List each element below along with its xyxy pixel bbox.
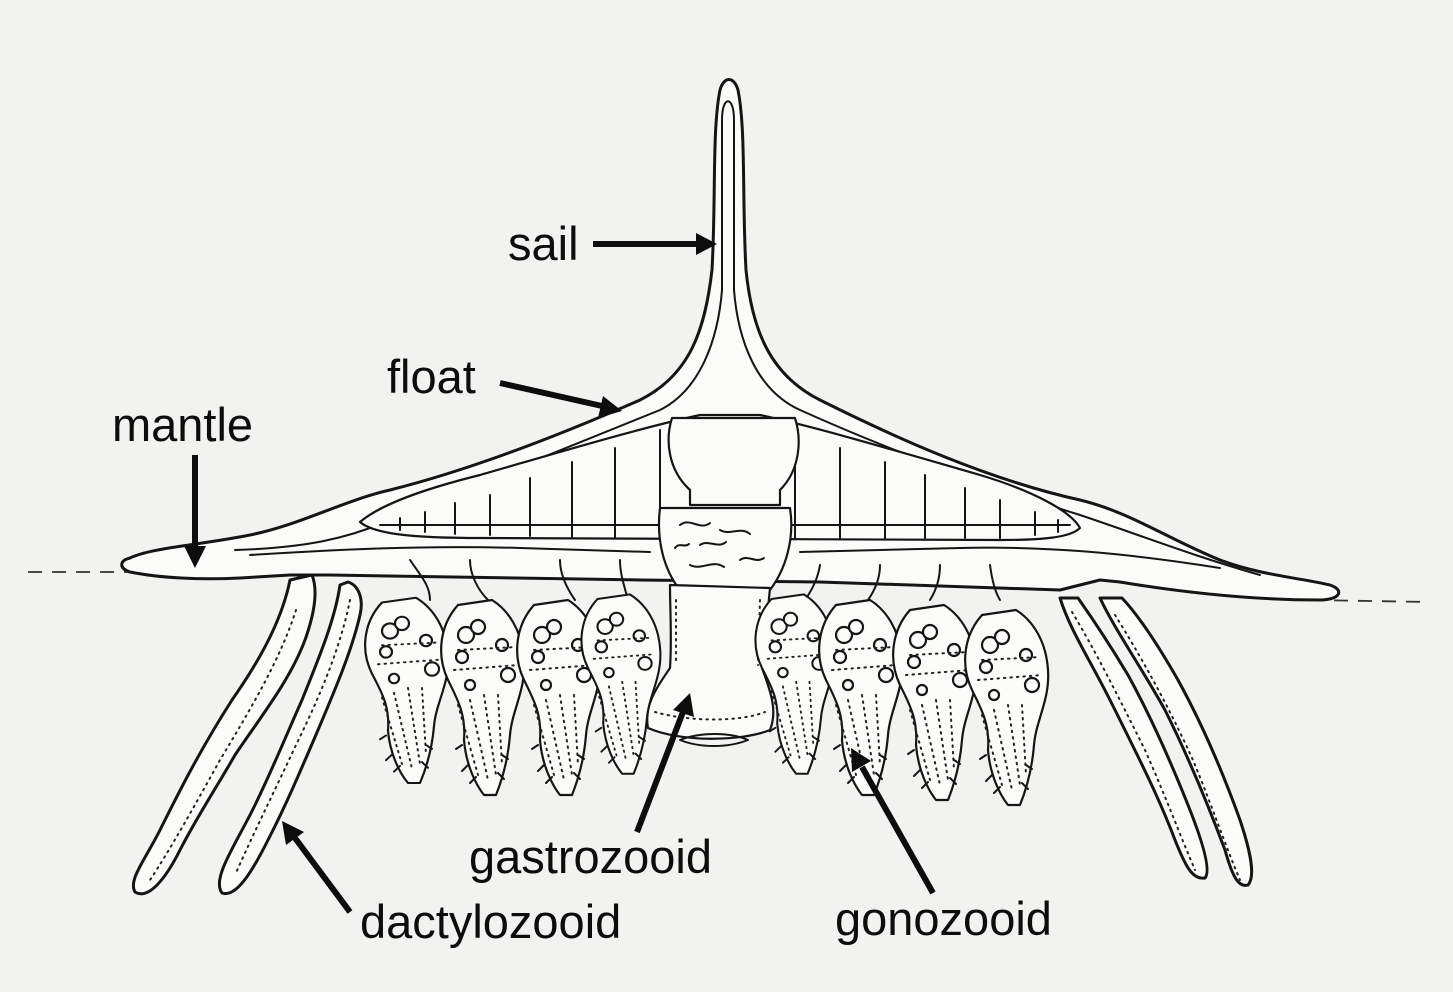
dactylozooid-arrowhead	[282, 821, 304, 845]
water-line	[28, 571, 1431, 603]
dactylozooid-label: dactylozooid	[360, 895, 621, 948]
label-gonozooid: gonozooid	[835, 748, 1052, 945]
gonozooid-label: gonozooid	[835, 892, 1052, 945]
float-label: float	[387, 350, 476, 403]
gastrozooid-shape	[646, 583, 775, 747]
gonozooid-arrow	[859, 765, 936, 895]
label-mantle: mantle	[112, 398, 253, 568]
mantle-shape	[120, 78, 1341, 602]
sail-arrowhead	[696, 233, 717, 255]
gastrozooid-label: gastrozooid	[469, 830, 712, 883]
float-arrow	[499, 380, 603, 409]
label-float: float	[387, 350, 622, 418]
float-arrowhead	[598, 396, 622, 418]
mantle-label: mantle	[112, 398, 253, 451]
gastrozooid-arrow	[634, 710, 686, 834]
label-sail: sail	[508, 217, 717, 270]
sail-label: sail	[508, 217, 579, 270]
dactylozooid-tentacles	[132, 573, 1254, 896]
canal-system	[249, 546, 1221, 601]
gonozooid-arrowhead	[851, 748, 871, 772]
float-chambers	[358, 413, 1082, 592]
dactylozooid-arrow	[292, 836, 353, 914]
gastrozooid-arrowhead	[673, 693, 694, 717]
label-dactylozooid: dactylozooid	[282, 821, 621, 948]
mantle-arrowhead	[184, 546, 206, 568]
label-gastrozooid: gastrozooid	[469, 693, 712, 883]
